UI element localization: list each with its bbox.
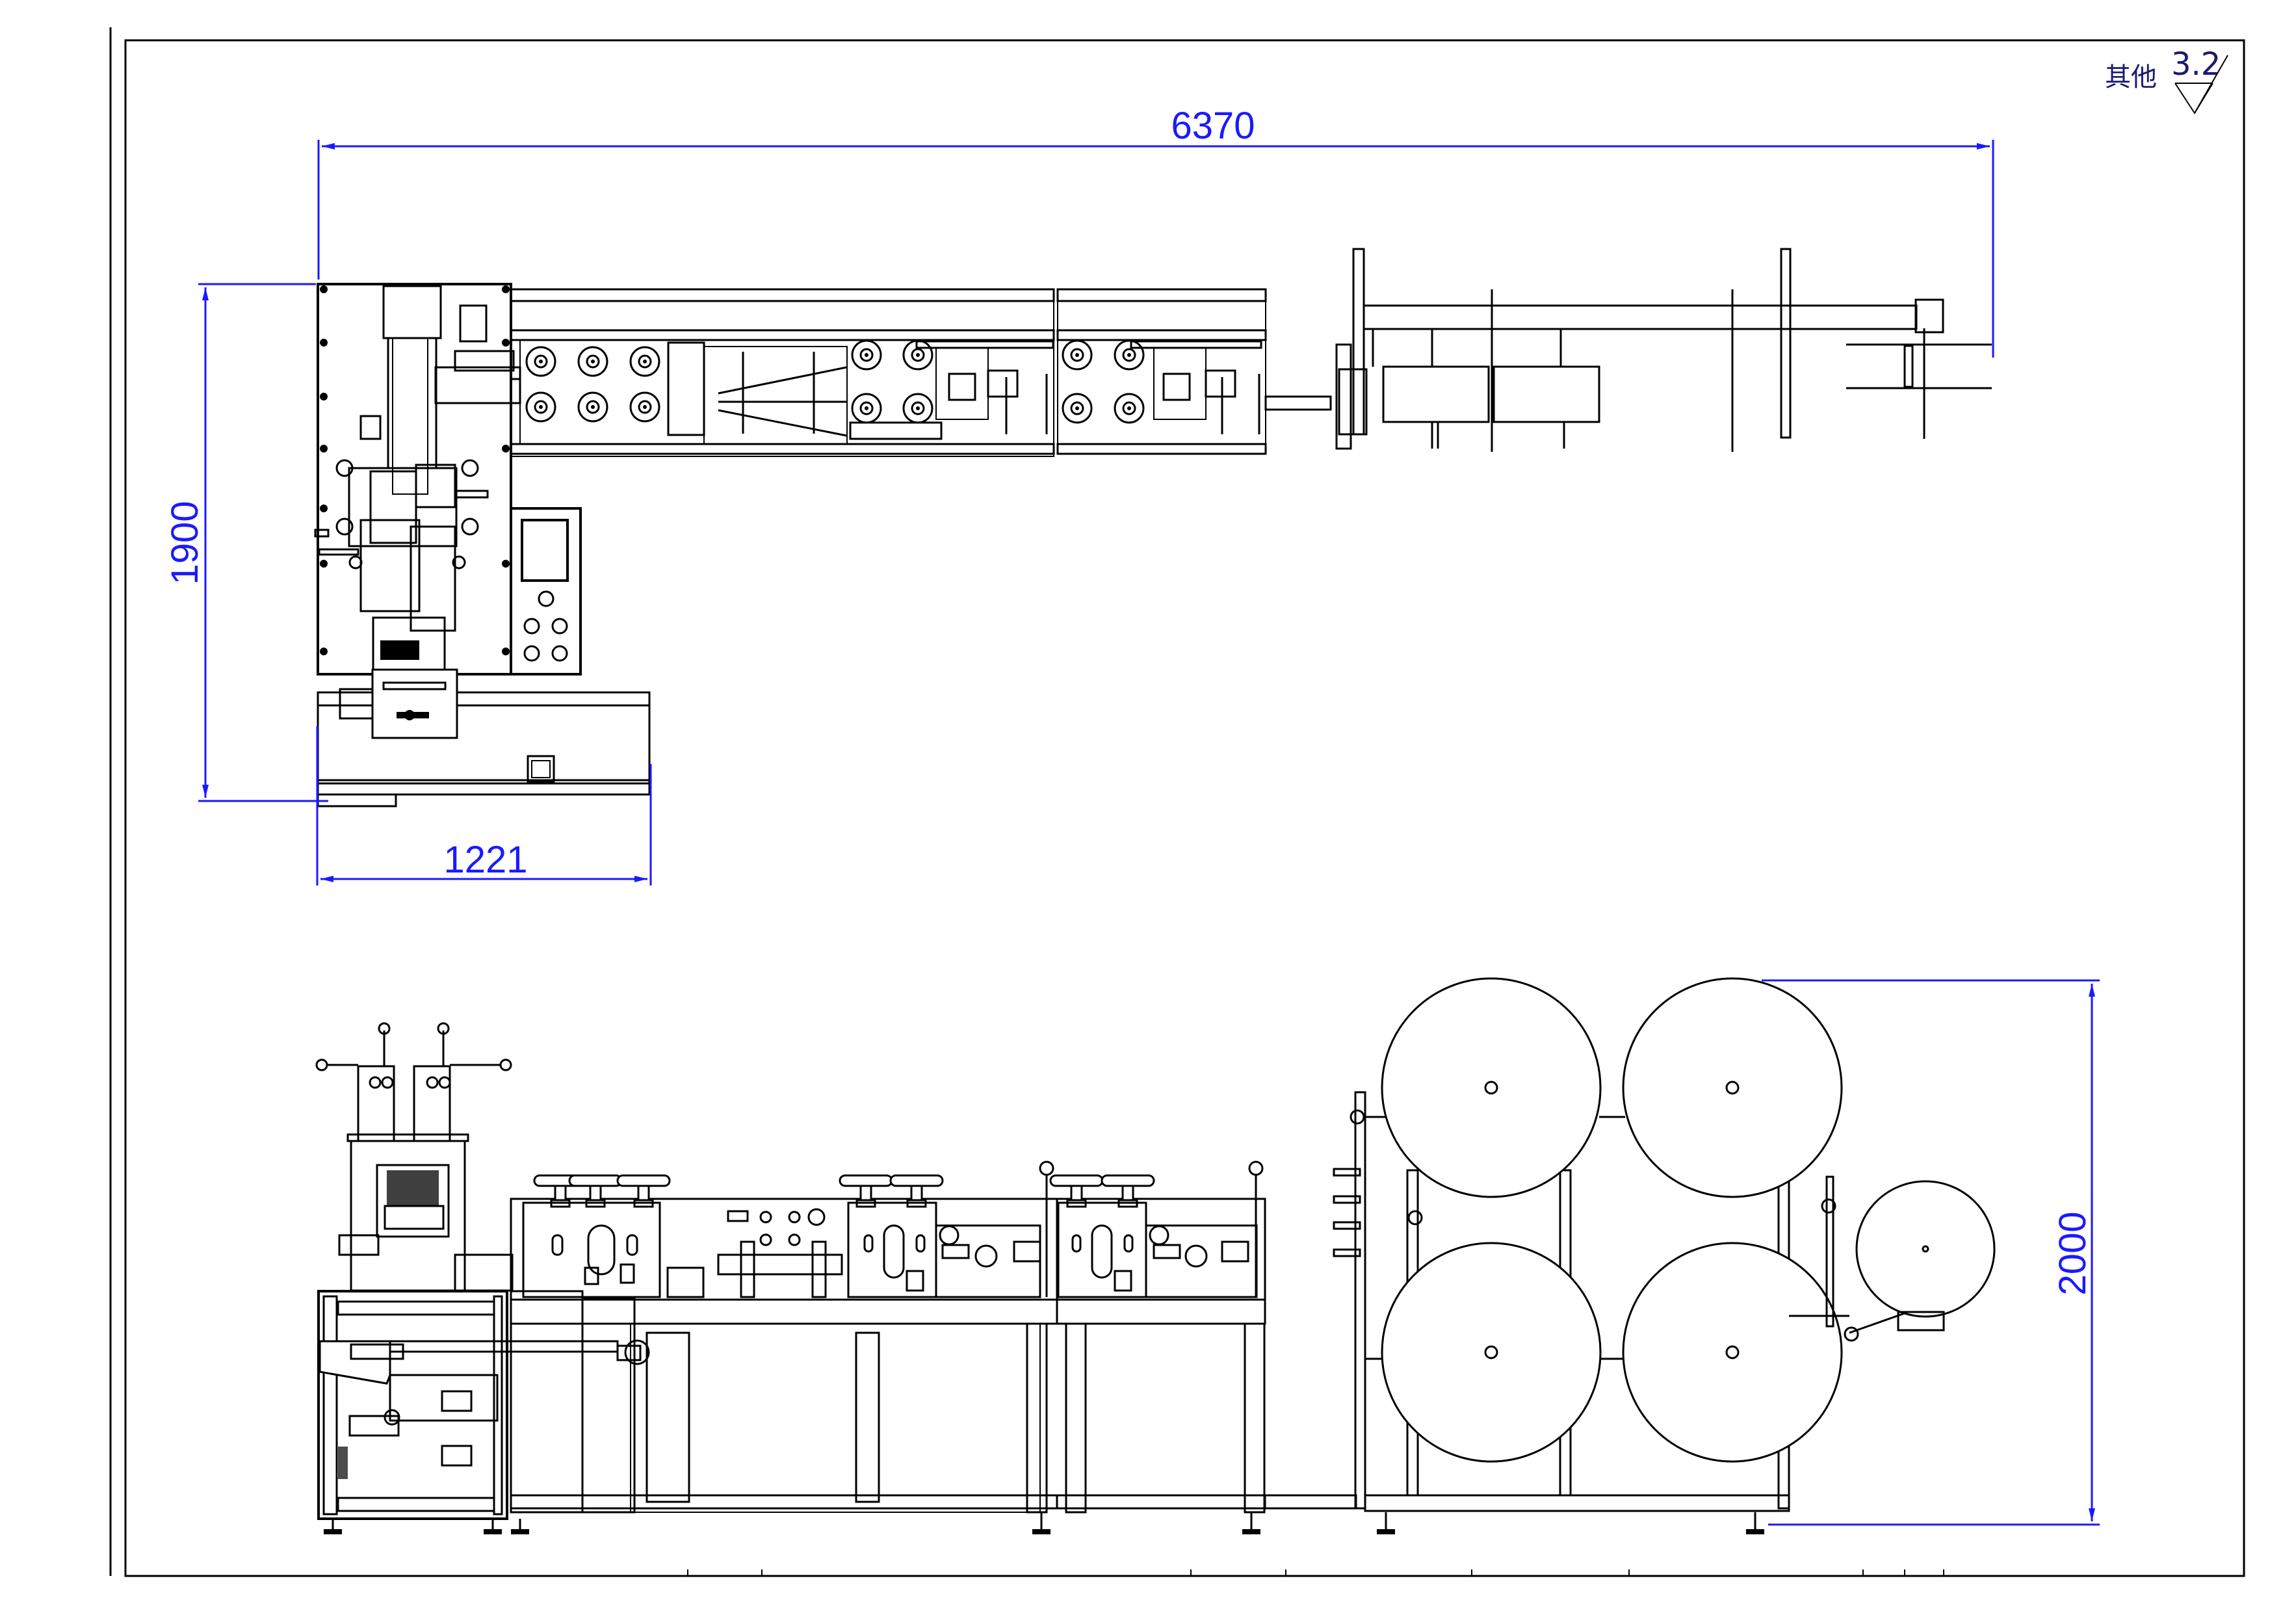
roughness-value: 3.2 [2171, 46, 2221, 83]
dimension-top-view-height: 1900 [164, 283, 328, 802]
front-view [315, 977, 1996, 1534]
border-ticks [687, 1569, 1944, 1576]
dimension-overall-length: 6370 [317, 105, 1994, 358]
dimension-side-view-height-value: 2000 [2052, 1211, 2094, 1295]
unwind-stand-plan [1335, 248, 1992, 452]
surface-roughness-note: 其他 3.2 [2105, 46, 2228, 114]
material-roll-2 [1622, 977, 1843, 1198]
unwind-stand-elevation [1333, 977, 1996, 1512]
material-roll-4 [1622, 1242, 1843, 1463]
dimension-head-width: 1221 [316, 726, 652, 885]
leveling-feet [324, 1512, 1764, 1534]
main-line-elevation-section-1 [510, 1161, 1058, 1514]
main-line-elevation-section-2 [1049, 1161, 1357, 1514]
drawing-border [124, 39, 2245, 1577]
top-view [314, 248, 1992, 807]
head-unit-elevation [315, 1022, 650, 1520]
sheet-frame [109, 27, 2245, 1577]
roughness-note-label: 其他 [2105, 62, 2157, 92]
dimension-overall-length-value: 6370 [1171, 105, 1255, 147]
dimension-top-view-height-value: 1900 [164, 501, 206, 584]
roller-pairs [525, 339, 933, 424]
head-conveyor-plan [317, 668, 651, 807]
dimension-head-width-value: 1221 [443, 839, 527, 881]
dimension-side-view-height: 2000 [1762, 979, 2100, 1526]
material-roll-3 [1381, 1242, 1602, 1463]
material-roll-small [1789, 1175, 1996, 1334]
web-guides [1333, 1109, 1859, 1342]
main-line-plan-section-1 [510, 288, 1055, 457]
control-panel [510, 507, 582, 675]
main-line-plan-section-2 [1056, 288, 1332, 455]
roughness-symbol-icon [2174, 55, 2228, 114]
material-roll-1 [1381, 977, 1602, 1198]
